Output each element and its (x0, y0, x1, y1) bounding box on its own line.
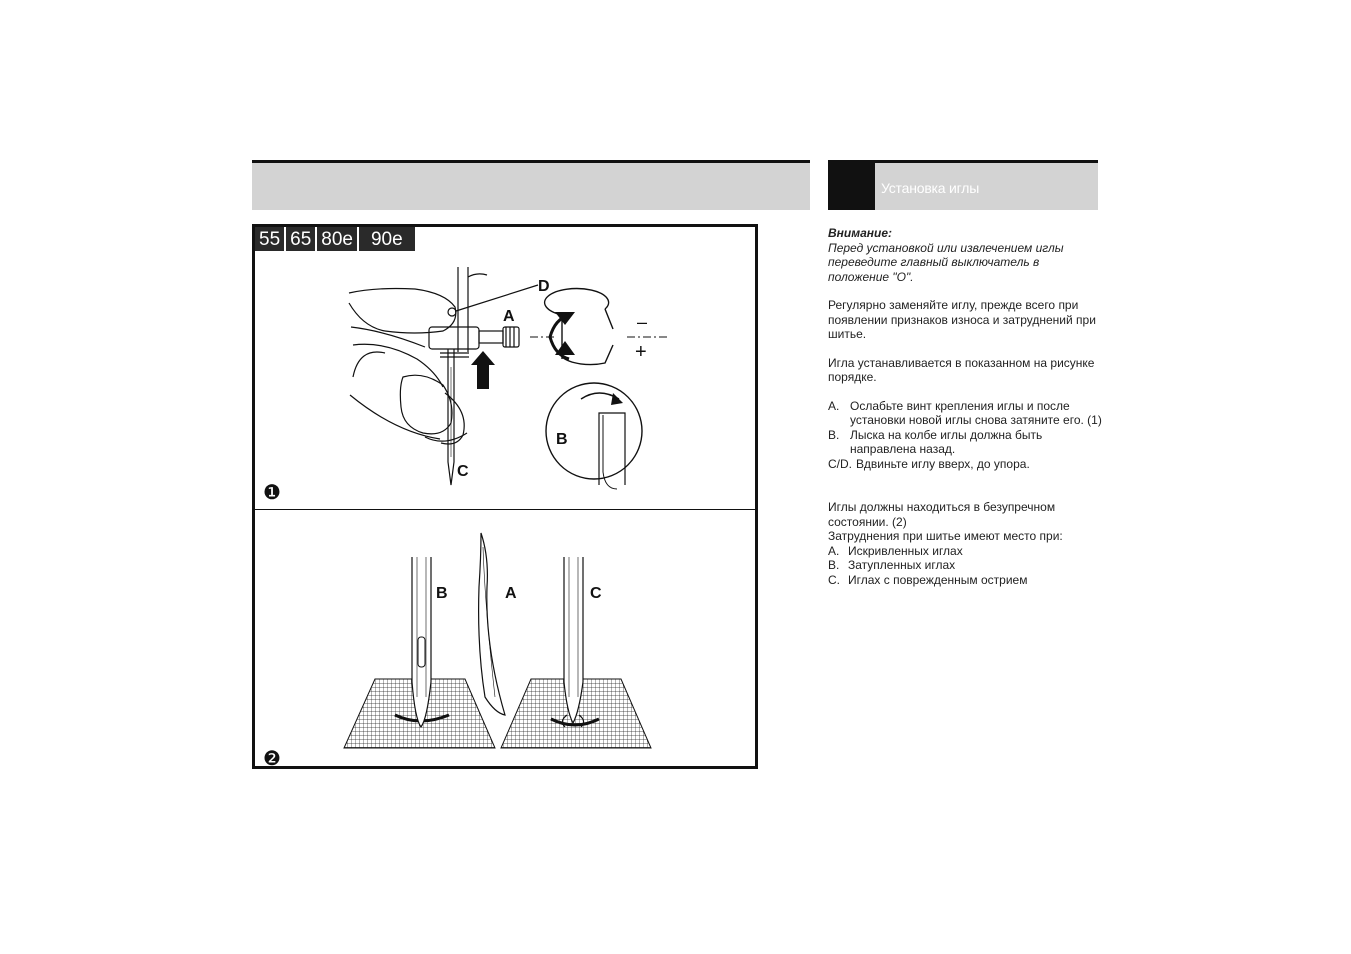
defect-item: B. Затупленных иглах (828, 558, 1103, 573)
defect-text: Затупленных иглах (848, 558, 956, 572)
model-tab-90e: 90e (358, 227, 415, 251)
defect-item: A. Искривленных иглах (828, 544, 1103, 559)
callout-b: B (556, 431, 568, 448)
step-text: Вдвиньте иглу вверх, до упора. (856, 456, 1030, 471)
callout-d: D (538, 278, 550, 295)
figure-divider (255, 509, 755, 510)
left-header-bar (252, 160, 810, 210)
illustration-frame: 55 65 80e 90e (252, 224, 758, 769)
instruction-text: Внимание: Перед установкой или извлечени… (828, 226, 1103, 587)
paragraph-install-order: Игла устанавливается в показанном на рис… (828, 355, 1095, 385)
push-up-arrow-icon (471, 351, 495, 389)
warning-title: Внимание: (828, 226, 893, 240)
defect-item: C. Иглах с поврежденным острием (828, 573, 1103, 588)
defect-key: A. (828, 543, 840, 558)
callout-plus: + (635, 341, 647, 363)
needle-illustration: – + D A B C ❶ (263, 267, 667, 766)
step-item: C/D. Вдвиньте иглу вверх, до упора. (828, 457, 1103, 472)
figure-number-1: ❶ (263, 480, 281, 504)
callout-a-fig2: A (505, 585, 517, 602)
step-text: Ослабьте винт крепления иглы и после уст… (850, 398, 1102, 428)
section-title: Установка иглы (881, 180, 980, 196)
step-key: A. (828, 398, 840, 413)
defect-text: Искривленных иглах (848, 543, 963, 558)
step-key: B. (828, 427, 840, 442)
paragraph-sewing-problems: Затруднения при шитье имеют место при: (828, 529, 1063, 543)
defect-key: B. (828, 558, 840, 572)
model-tab-65: 65 (286, 227, 318, 251)
step-key: C/D. (828, 456, 852, 471)
figure-number-2: ❷ (263, 746, 281, 766)
defect-text: Иглах с поврежденным острием (848, 572, 1028, 587)
defect-key: C. (828, 572, 840, 587)
needle-clamp-drawing (348, 267, 539, 486)
model-tabs: 55 65 80e 90e (255, 227, 415, 251)
step-item: B. Лыска на колбе иглы должна быть напра… (828, 428, 1103, 457)
rotation-indicator-icon (530, 287, 667, 366)
paragraph-replace-needle: Регулярно заменяйте иглу, прежде всего п… (828, 298, 1096, 341)
step-item: A. Ослабьте винт крепления иглы и после … (828, 399, 1103, 428)
step-text: Лыска на колбе иглы должна быть направле… (850, 427, 1043, 457)
damaged-needles-drawing (343, 532, 652, 749)
callout-b-fig2: B (436, 585, 448, 602)
callout-minus: – (637, 312, 647, 332)
warning-body: Перед установкой или извлечением иглы пе… (828, 240, 1064, 284)
callout-c: C (457, 463, 469, 480)
callout-c-fig2: C (590, 585, 602, 602)
paragraph-needle-condition: Иглы должны находиться в безупречном сос… (828, 500, 1056, 529)
callout-a: A (503, 308, 515, 325)
section-marker (828, 163, 875, 210)
model-tab-55: 55 (255, 227, 287, 251)
section-header: Установка иглы (828, 160, 1098, 210)
model-tab-80e: 80e (317, 227, 359, 251)
needle-flat-inset (545, 382, 643, 490)
